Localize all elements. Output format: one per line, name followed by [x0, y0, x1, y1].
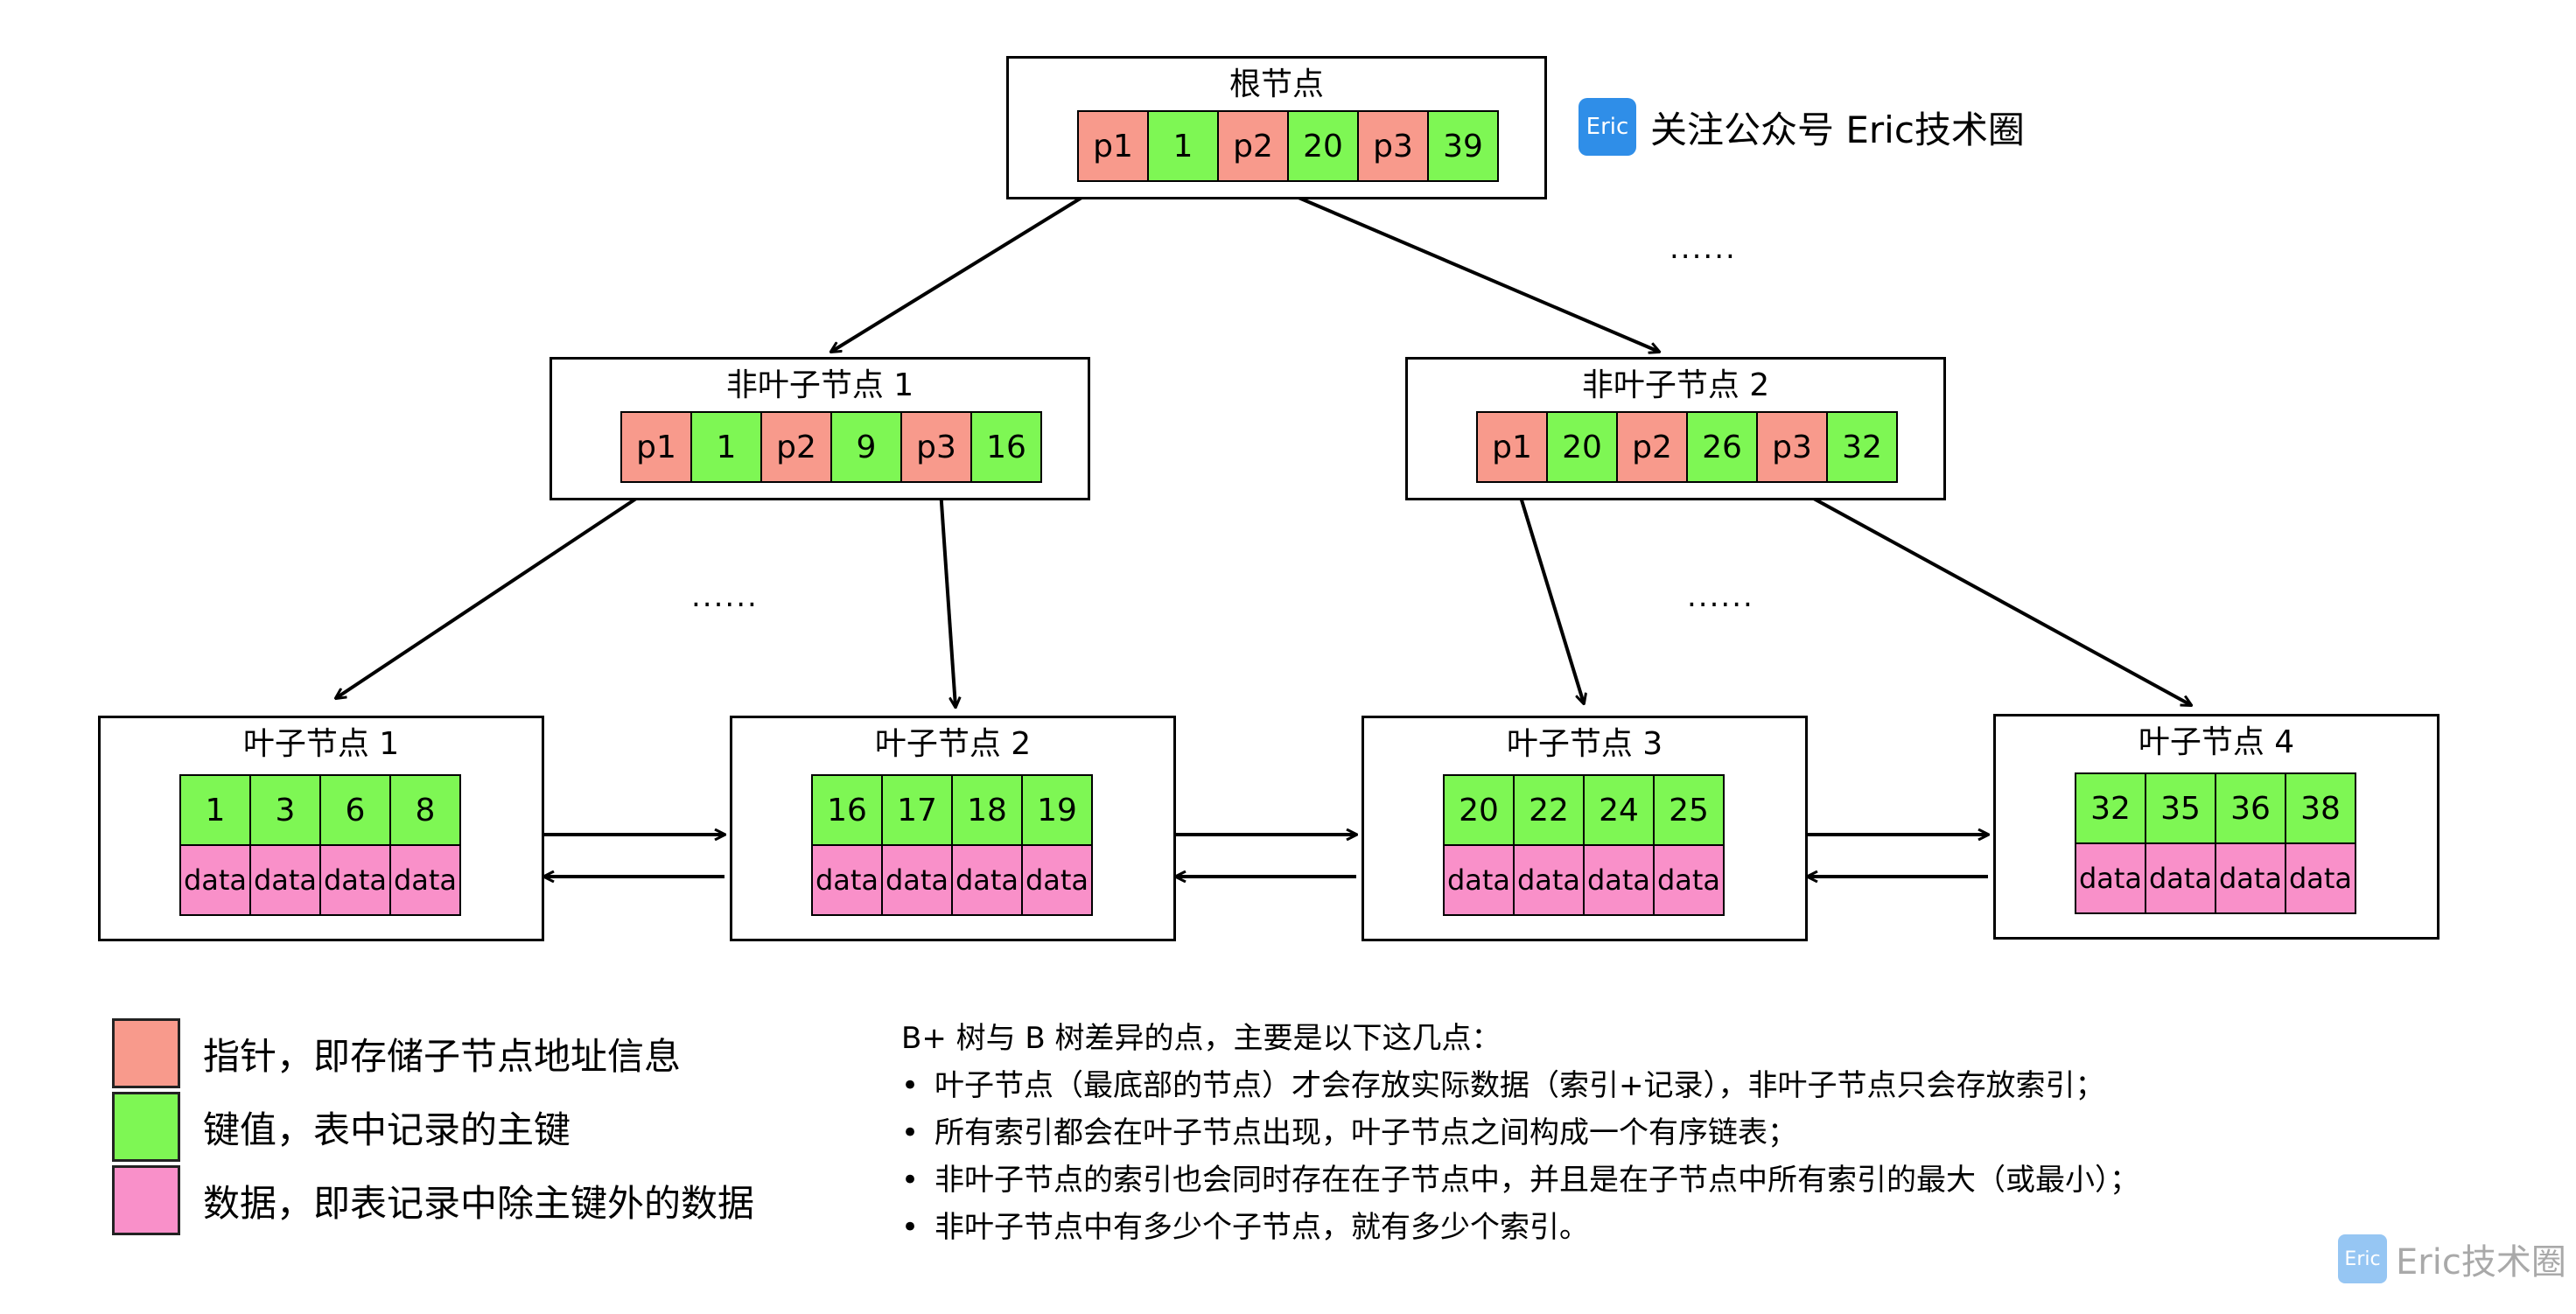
- leaf-2-key: 17: [881, 774, 953, 846]
- leaf-3-key: 22: [1513, 774, 1585, 846]
- leaf-1-data: data: [249, 844, 321, 916]
- edge-internal-1-to-leaf-2: [939, 489, 956, 707]
- leaf-3-data: data: [1443, 844, 1515, 916]
- leaf-2-data: data: [811, 844, 883, 916]
- leaf-4-key: 32: [2075, 772, 2146, 844]
- leaf-4-data: data: [2215, 842, 2286, 914]
- internal-1-cell-key-1: 1: [690, 411, 762, 483]
- leaf-2-data: data: [951, 844, 1023, 916]
- leaf-3-data: data: [1583, 844, 1655, 916]
- leaf-4-data: data: [2145, 842, 2216, 914]
- notes-item: 所有索引都会在叶子节点出现，叶子节点之间构成一个有序链表；: [901, 1109, 2139, 1157]
- edge-internal-2-to-leaf-3: [1515, 482, 1584, 703]
- legend-pointer-label: 指针，即存储子节点地址信息: [203, 1034, 682, 1078]
- internal-2-cell-p2: p2: [1616, 411, 1688, 483]
- internal-node-2-title: 非叶子节点 2: [1581, 367, 1770, 403]
- leaf-node-4-title: 叶子节点 4: [2138, 724, 2295, 760]
- notes-item: 非叶子节点中有多少个子节点，就有多少个索引。: [901, 1204, 2139, 1251]
- leaf-2-key: 19: [1021, 774, 1093, 846]
- root-cell-p3: p3: [1357, 110, 1429, 182]
- leaf-4-data: data: [2075, 842, 2146, 914]
- watermark-text: Eric技术圈: [2396, 1242, 2566, 1283]
- leaf-2-data: data: [1021, 844, 1093, 916]
- ellipsis-internal-1: ......: [691, 579, 759, 614]
- internal-node-1-title: 非叶子节点 1: [725, 367, 914, 403]
- ellipsis-internal-2: ......: [1687, 579, 1754, 614]
- watermark-logo-badge: Eric: [2338, 1234, 2387, 1283]
- notes-heading: B+ 树与 B 树差异的点，主要是以下这几点：: [901, 1021, 1502, 1056]
- internal-2-cell-key-26: 26: [1686, 411, 1758, 483]
- leaf-4-key: 38: [2285, 772, 2356, 844]
- root-cell-p1: p1: [1077, 110, 1149, 182]
- root-node: 根节点 p1 1 p2 20 p3 39: [1006, 56, 1547, 199]
- internal-1-cell-p3: p3: [900, 411, 972, 483]
- edge-root-to-internal-2: [1255, 178, 1659, 352]
- leaf-2-key: 18: [951, 774, 1023, 846]
- follow-text: 关注公众号 Eric技术圈: [1650, 108, 2025, 151]
- internal-node-1: 非叶子节点 1 p1 1 p2 9 p3 16: [550, 357, 1090, 500]
- leaf-3-key: 24: [1583, 774, 1655, 846]
- internal-2-cell-key-32: 32: [1826, 411, 1898, 483]
- legend-data-swatch: [112, 1165, 180, 1235]
- notes-item: 叶子节点（最底部的节点）才会存放实际数据（索引+记录），非叶子节点只会存放索引；: [901, 1062, 2139, 1109]
- ellipsis-root: ......: [1670, 231, 1737, 266]
- leaf-1-key: 1: [179, 774, 251, 846]
- leaf-1-key: 8: [389, 774, 461, 846]
- legend-pointer: 指针，即存储子节点地址信息: [112, 1018, 681, 1088]
- leaf-4-data: data: [2285, 842, 2356, 914]
- leaf-node-1-title: 叶子节点 1: [242, 726, 400, 762]
- leaf-4-key: 36: [2215, 772, 2286, 844]
- internal-1-cell-key-9: 9: [830, 411, 902, 483]
- leaf-1-key: 6: [319, 774, 391, 846]
- root-cell-key-20: 20: [1287, 110, 1359, 182]
- internal-2-cell-p3: p3: [1756, 411, 1828, 483]
- legend-data-label: 数据，即表记录中除主键外的数据: [203, 1181, 755, 1225]
- legend-key-swatch: [112, 1092, 180, 1162]
- edge-root-to-internal-1: [831, 182, 1106, 352]
- internal-2-cell-key-20: 20: [1546, 411, 1618, 483]
- edge-internal-2-to-leaf-4: [1784, 481, 2191, 705]
- root-node-title: 根节点: [1228, 66, 1324, 102]
- leaf-node-2-title: 叶子节点 2: [874, 726, 1032, 762]
- eric-logo-badge: Eric: [1578, 98, 1636, 156]
- leaf-node-3-title: 叶子节点 3: [1506, 726, 1663, 762]
- watermark: Eric Eric技术圈: [2338, 1234, 2566, 1284]
- leaf-3-key: 25: [1653, 774, 1725, 846]
- internal-1-cell-p1: p1: [620, 411, 692, 483]
- internal-node-2: 非叶子节点 2 p1 20 p2 26 p3 32: [1405, 357, 1946, 500]
- leaf-3-data: data: [1513, 844, 1585, 916]
- follow-account: Eric 关注公众号 Eric技术圈: [1578, 98, 2025, 156]
- leaf-node-3: 叶子节点 3 20 data 22 data 24 data 25 data: [1362, 716, 1808, 941]
- leaf-4-key: 35: [2145, 772, 2216, 844]
- root-cell-key-39: 39: [1427, 110, 1499, 182]
- leaf-node-1: 叶子节点 1 1 data 3 data 6 data 8 data: [98, 716, 544, 941]
- leaf-3-data: data: [1653, 844, 1725, 916]
- leaf-node-2: 叶子节点 2 16 data 17 data 18 data 19 data: [730, 716, 1176, 941]
- leaf-1-data: data: [179, 844, 251, 916]
- notes-item: 非叶子节点的索引也会同时存在在子节点中，并且是在子节点中所有索引的最大（或最小）…: [901, 1157, 2139, 1204]
- leaf-1-data: data: [319, 844, 391, 916]
- root-cell-key-1: 1: [1147, 110, 1219, 182]
- leaf-2-data: data: [881, 844, 953, 916]
- internal-1-cell-key-16: 16: [970, 411, 1042, 483]
- leaf-node-4: 叶子节点 4 32 data 35 data 36 data 38 data: [1993, 714, 2440, 940]
- leaf-3-key: 20: [1443, 774, 1515, 846]
- difference-notes: B+ 树与 B 树差异的点，主要是以下这几点： 叶子节点（最底部的节点）才会存放…: [901, 1015, 2139, 1251]
- leaf-1-data: data: [389, 844, 461, 916]
- legend-key-label: 键值，表中记录的主键: [203, 1108, 571, 1151]
- edge-internal-1-to-leaf-1: [336, 488, 651, 698]
- internal-1-cell-p2: p2: [760, 411, 832, 483]
- leaf-1-key: 3: [249, 774, 321, 846]
- legend-data: 数据，即表记录中除主键外的数据: [112, 1165, 754, 1235]
- legend-pointer-swatch: [112, 1018, 180, 1088]
- leaf-2-key: 16: [811, 774, 883, 846]
- root-cell-p2: p2: [1217, 110, 1289, 182]
- internal-2-cell-p1: p1: [1476, 411, 1548, 483]
- legend-key: 键值，表中记录的主键: [112, 1092, 570, 1162]
